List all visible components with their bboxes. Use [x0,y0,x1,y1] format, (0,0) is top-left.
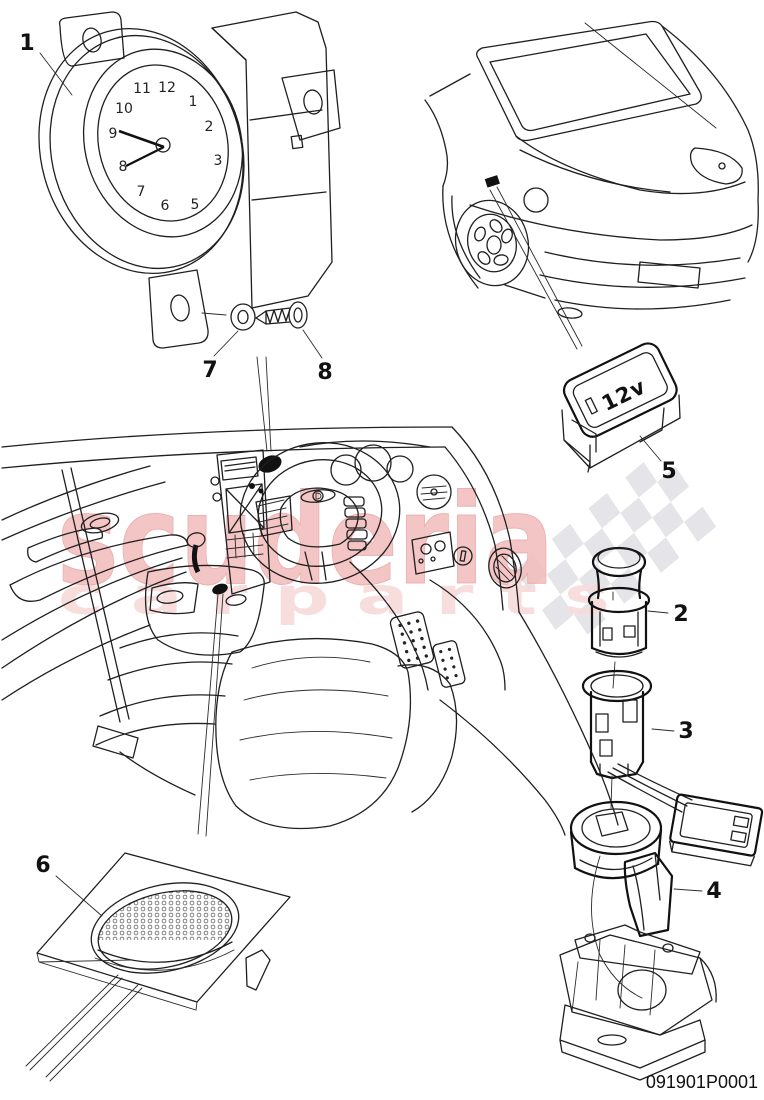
screw [255,301,308,329]
watermark-word: scuderia [57,469,554,613]
cigarette-lighter [587,546,651,658]
speaker-panel [25,852,291,1082]
callout-3: 3 [678,719,693,744]
svg-text:3: 3 [214,153,223,169]
location-marker-lighter [212,583,228,595]
ashtray-console [559,924,717,1081]
lamp-ring [569,800,674,999]
svg-text:8: 8 [119,159,128,175]
location-marker-12v [484,175,500,188]
leader-ring-to-ashtray [591,855,643,999]
callout-7: 7 [202,358,217,383]
car-rear-view [424,20,759,350]
switch-12v-cover: 12v [561,342,681,473]
watermark: scuderia c a r p a r t s [57,462,717,635]
location-marker-clock [258,455,282,473]
leader-clock-location [256,356,272,452]
svg-text:11: 11 [133,81,151,97]
svg-text:10: 10 [115,101,133,117]
svg-text:5: 5 [191,197,200,213]
switch-12v-label: 12v [598,374,650,416]
wiring-harness [607,763,693,813]
bentley-logo-icon [300,489,336,503]
callout-4: 4 [706,879,721,904]
callout-6: 6 [35,853,50,878]
clock-assembly: 12 11 10 9 8 7 6 5 3 2 1 [38,11,341,349]
callout-1: 1 [19,31,34,56]
leader-12v-location [489,186,583,350]
svg-text:9: 9 [109,126,118,142]
callouts: 1 7 8 5 2 3 4 6 [19,31,722,917]
clock-hands [118,129,171,167]
clock-face-numerals: 12 11 10 9 8 7 6 5 3 2 1 [109,80,223,214]
checkered-flag-icon [515,462,717,635]
callout-2: 2 [673,602,688,627]
leader-lighter-location [197,593,224,837]
dashboard-interior-view [1,426,619,837]
lighter-socket [581,669,764,867]
callout-5: 5 [661,459,676,484]
svg-text:6: 6 [161,198,170,214]
svg-text:12: 12 [158,80,176,96]
washer [201,303,256,331]
part-number: 091901P0001 [646,1072,758,1092]
svg-text:1: 1 [189,94,198,110]
speaker-mounting-rods [25,974,143,1082]
wiring-connector [669,793,764,867]
rubber-elbow-boot [623,851,674,938]
svg-text:7: 7 [137,184,146,200]
callout-8: 8 [317,360,332,385]
svg-text:2: 2 [205,119,214,135]
watermark-tagline: c a r p a r t s [58,567,610,627]
